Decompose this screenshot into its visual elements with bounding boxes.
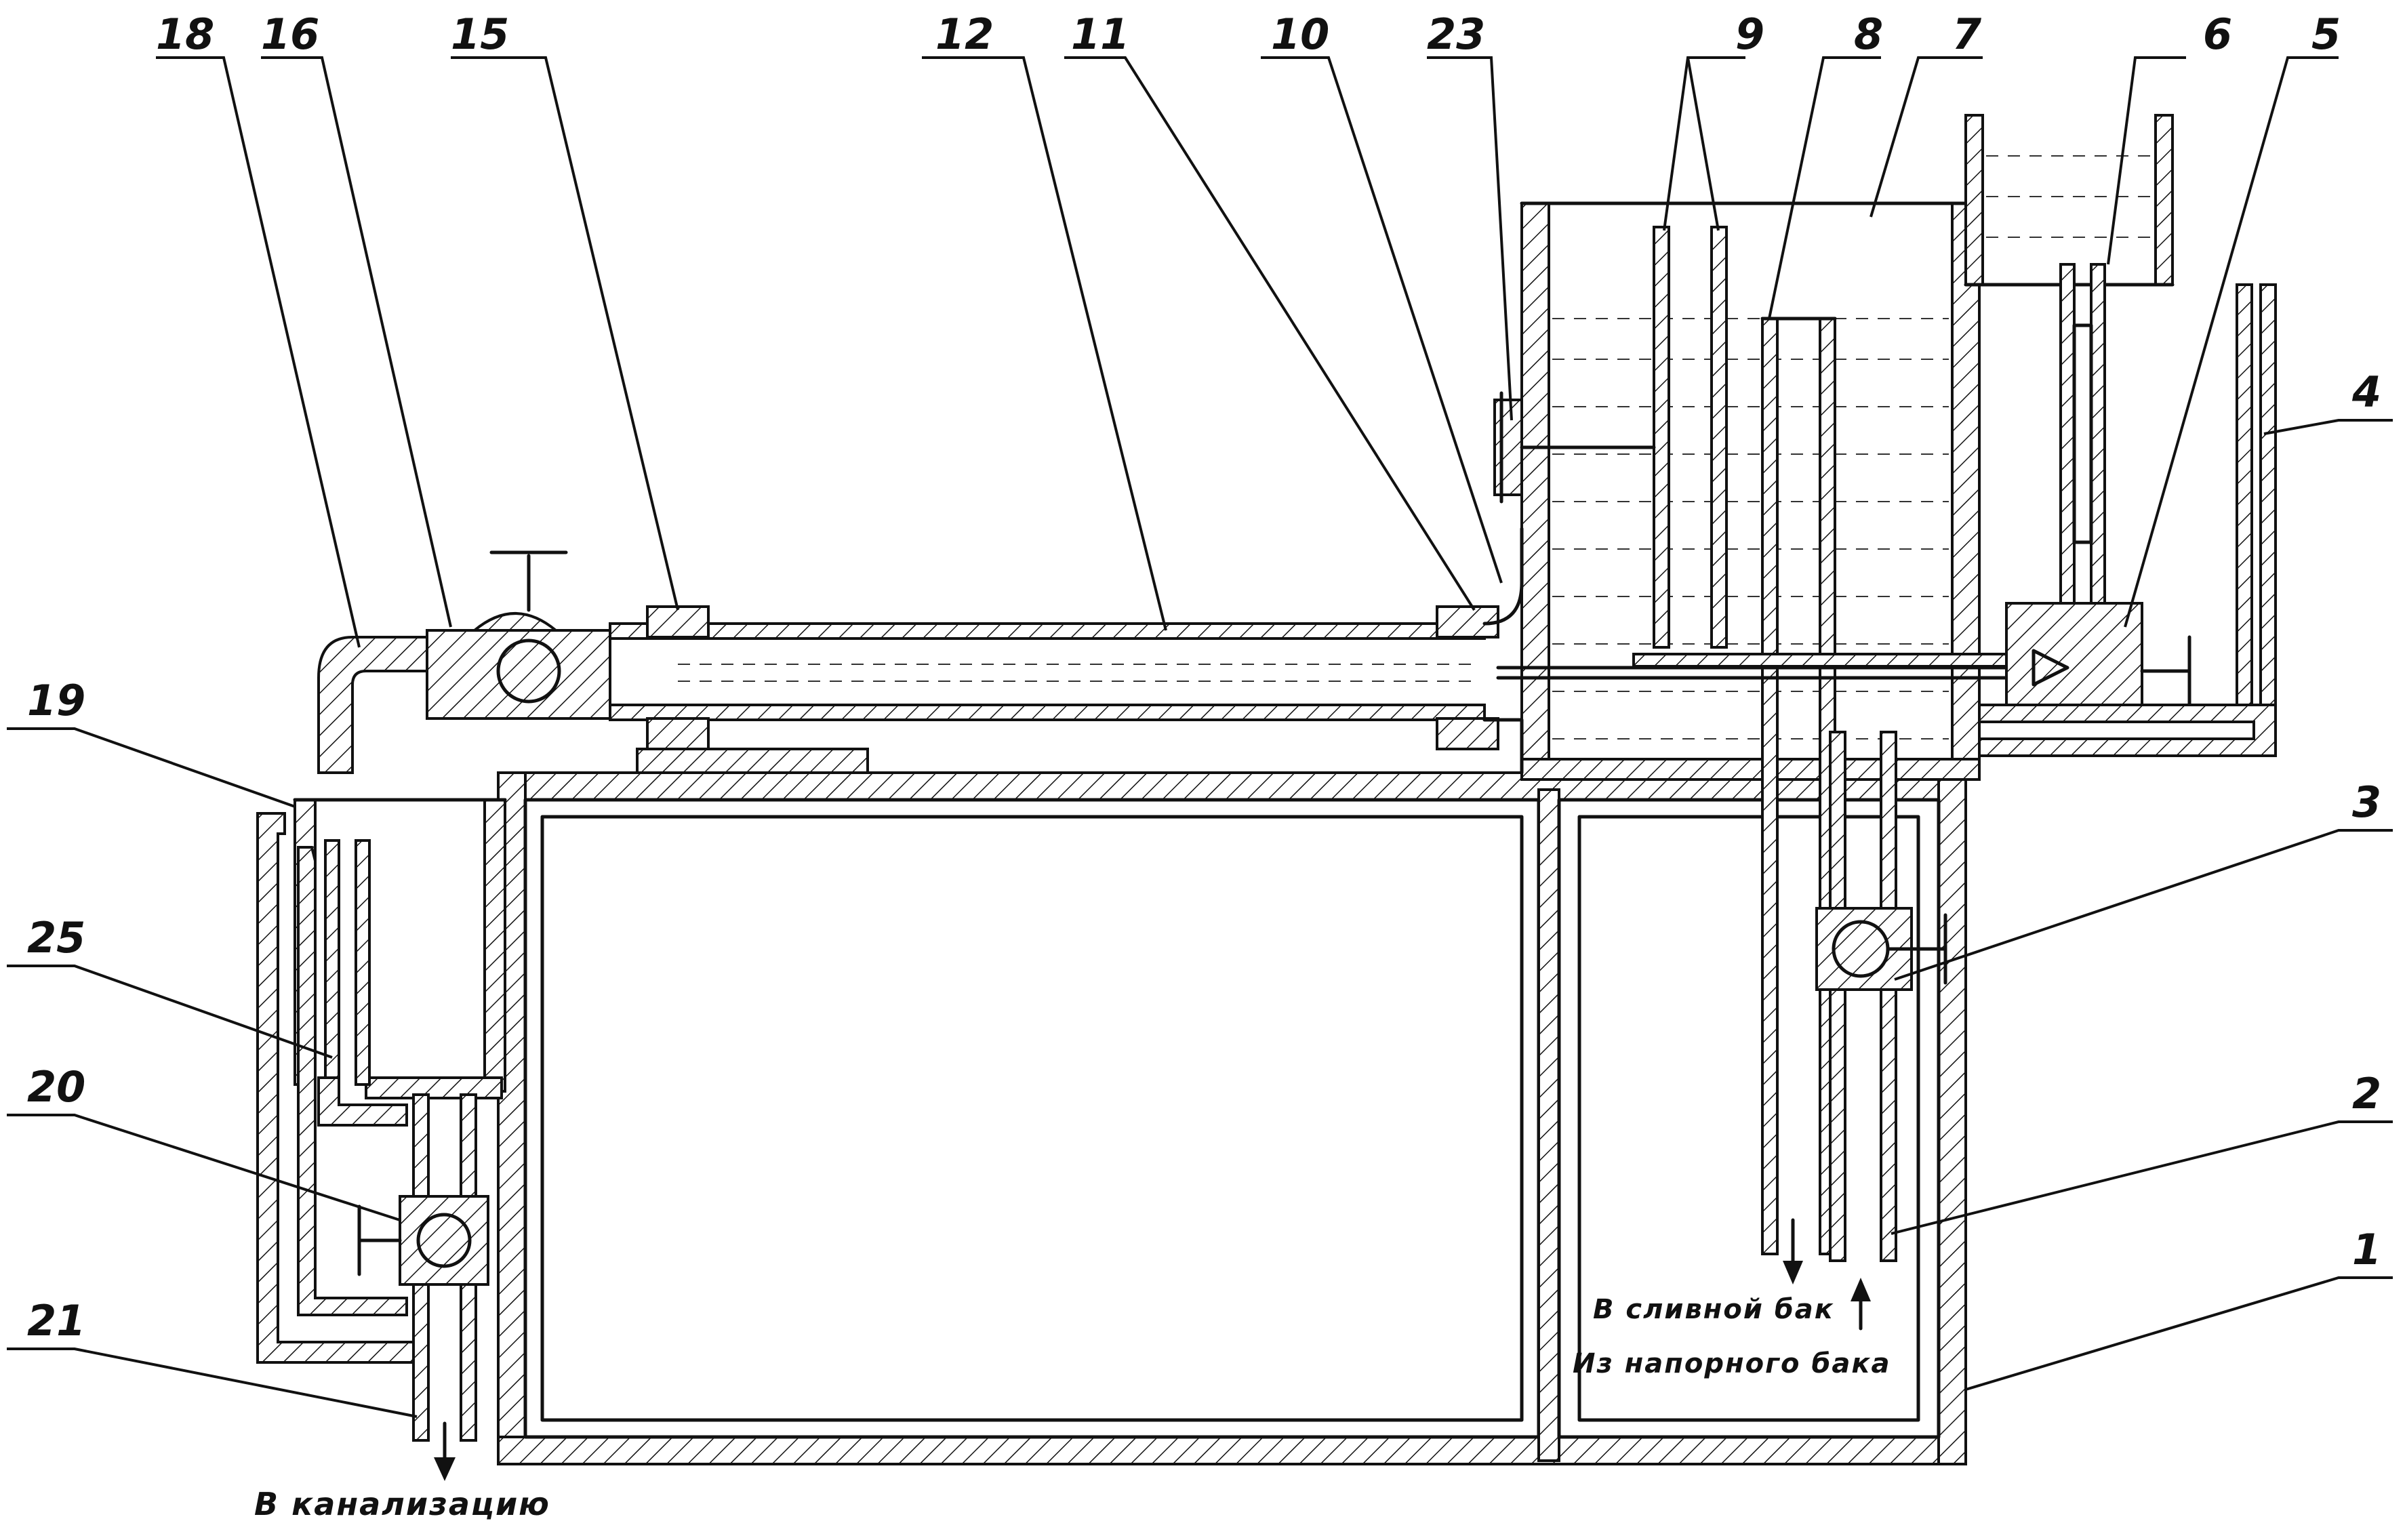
supply-valve	[1815, 907, 1947, 991]
label-25: 25	[27, 913, 85, 963]
label-4: 4	[2351, 367, 2381, 417]
test-pipe	[609, 527, 2015, 775]
label-9: 9	[1735, 9, 1764, 59]
tank-handwheel	[1493, 391, 1656, 504]
label-6: 6	[2203, 9, 2232, 59]
callout-numbers: 18 16 15 12 11 10 23 9 8 7 6 5 4 3 2 1 1…	[27, 9, 2381, 1345]
captions: В сливной бак Из напорного бака В канали…	[254, 1294, 1891, 1522]
leader-lines	[7, 56, 2393, 1418]
label-20: 20	[27, 1062, 85, 1112]
left-receiver	[256, 798, 507, 1481]
label-15: 15	[451, 9, 509, 59]
label-16: 16	[261, 9, 319, 59]
label-18: 18	[156, 9, 214, 59]
label-10: 10	[1271, 9, 1329, 59]
caption-from-pressure-tank: Из напорного бака	[1573, 1348, 1891, 1379]
label-11: 11	[1071, 9, 1129, 59]
label-23: 23	[1427, 9, 1485, 59]
label-1: 1	[2352, 1225, 2381, 1274]
label-7: 7	[1952, 9, 1982, 59]
outlet-valve	[317, 550, 611, 774]
caption-to-sewer: В канализацию	[254, 1486, 550, 1522]
flow-arrows	[1783, 1218, 1871, 1331]
label-21: 21	[27, 1296, 85, 1345]
label-19: 19	[27, 676, 85, 725]
label-12: 12	[935, 9, 994, 59]
dosing-unit	[1964, 114, 2277, 757]
base-frame	[497, 771, 1967, 1465]
caption-to-drain-tank: В сливной бак	[1593, 1294, 1834, 1325]
label-2: 2	[2352, 1069, 2381, 1118]
water-level	[1552, 318, 1949, 739]
label-5: 5	[2311, 9, 2341, 59]
upper-tank	[1493, 201, 1981, 1262]
label-3: 3	[2352, 777, 2381, 827]
label-8: 8	[1854, 9, 1883, 59]
